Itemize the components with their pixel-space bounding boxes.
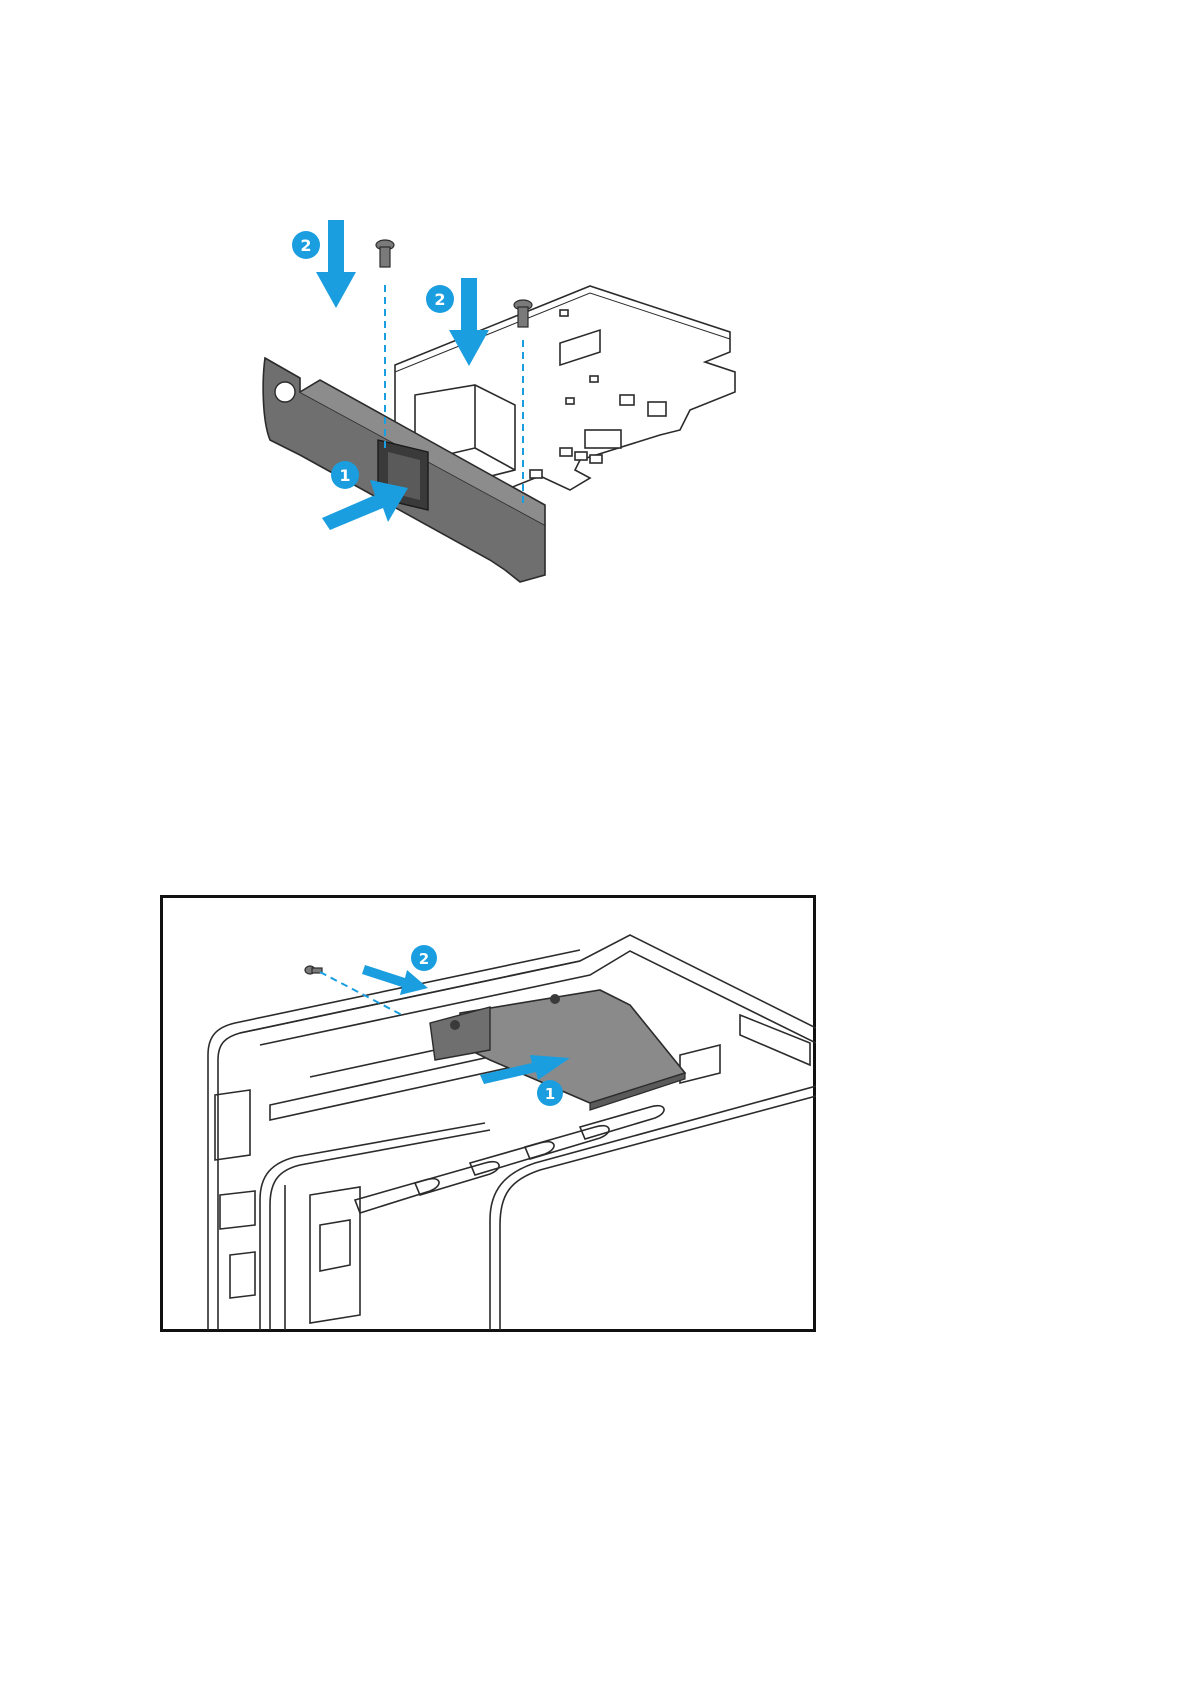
- step-label: 2: [300, 236, 311, 255]
- step-label: 1: [339, 466, 350, 485]
- chassis-installation-figure: 2 1: [160, 895, 816, 1332]
- step-label: 1: [545, 1085, 555, 1103]
- step-badge-2: 2: [426, 285, 454, 313]
- step-badge-2: 2: [411, 945, 437, 971]
- step-badge-2: 2: [292, 231, 320, 259]
- step-badge-1: 1: [537, 1080, 563, 1106]
- step-label: 2: [434, 290, 445, 309]
- screw-icon: [376, 240, 394, 267]
- step-label: 2: [419, 950, 429, 968]
- arrow-down-icon: [316, 220, 356, 308]
- step-badge-1: 1: [331, 461, 359, 489]
- bracket-installation-figure: 2 2 1: [0, 0, 1191, 620]
